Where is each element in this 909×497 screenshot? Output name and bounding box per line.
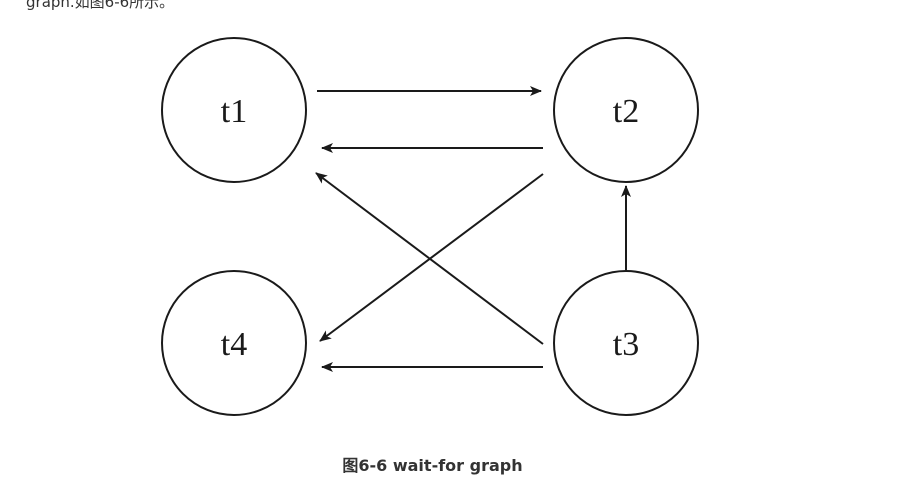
edge-t3-to-t1	[315, 172, 544, 345]
edge-t2-to-t4	[319, 173, 544, 342]
node-t4: t4	[161, 270, 307, 416]
node-circle-t4	[161, 270, 307, 416]
node-label-t2: t2	[613, 93, 639, 130]
node-circle-t2	[553, 37, 699, 183]
nodes-layer: t1 t2 t3 t4	[161, 37, 699, 416]
node-label-t3: t3	[613, 326, 639, 363]
node-t1: t1	[161, 37, 307, 183]
node-t3: t3	[553, 270, 699, 416]
node-label-t1: t1	[221, 93, 247, 130]
top-text-fragment: graph.如图6-6所示。	[26, 0, 175, 11]
figure-caption: 图6-6 wait-for graph	[342, 456, 523, 475]
wait-for-graph-diagram: t1 t2 t3 t4	[161, 37, 699, 416]
node-t2: t2	[553, 37, 699, 183]
edges-layer	[315, 86, 631, 372]
node-label-t4: t4	[221, 326, 247, 363]
node-circle-t1	[161, 37, 307, 183]
node-circle-t3	[553, 270, 699, 416]
